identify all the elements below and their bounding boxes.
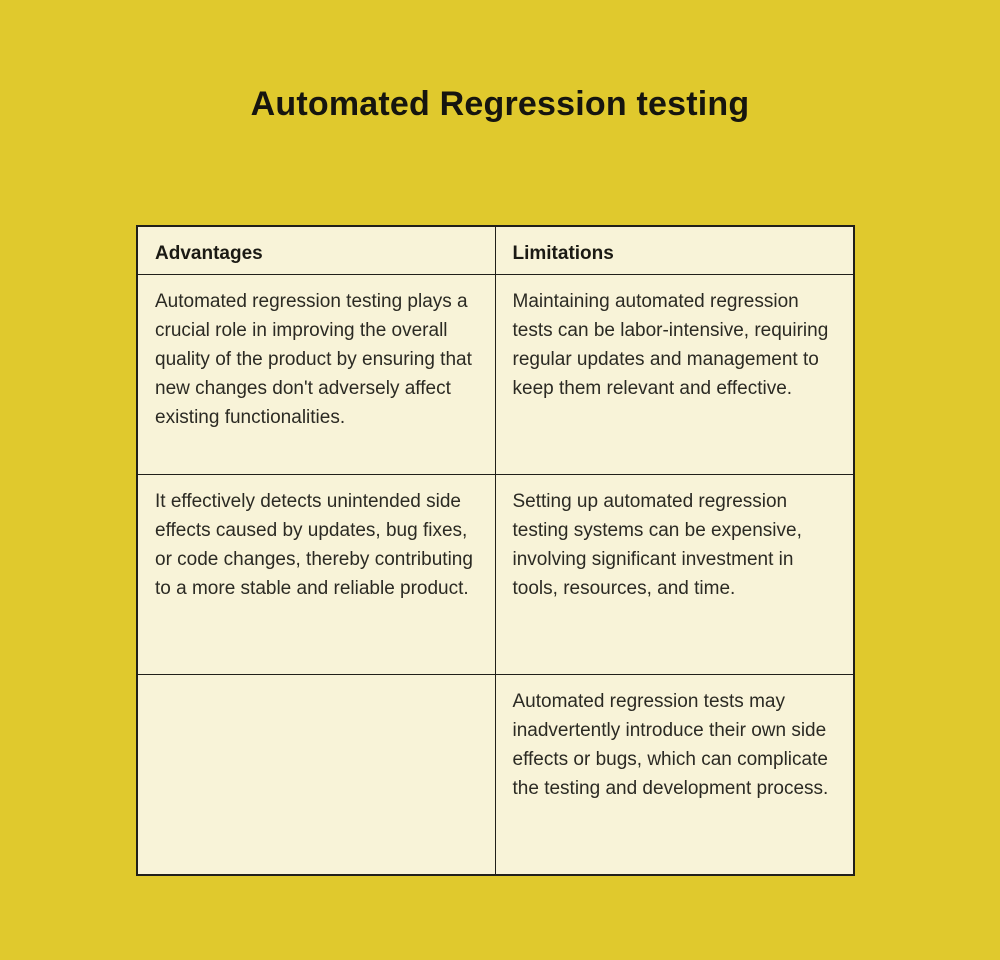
limitations-cell: Setting up automated regression testing … — [512, 491, 802, 599]
limitations-cell: Maintaining automated regression tests c… — [512, 291, 829, 399]
table-header-row: Advantages Limitations — [138, 227, 853, 274]
page-title: Automated Regression testing — [250, 85, 750, 123]
advantages-cell-empty — [138, 675, 496, 874]
column-header-limitations: Limitations — [512, 243, 614, 264]
table-row: Automated regression testing plays a cru… — [138, 274, 853, 474]
comparison-table: Advantages Limitations Automated regress… — [136, 225, 855, 876]
advantages-cell: It effectively detects unintended side e… — [138, 475, 496, 674]
column-header-advantages: Advantages — [138, 227, 496, 274]
limitations-cell: Automated regression tests may inadverte… — [512, 691, 829, 799]
table-row: It effectively detects unintended side e… — [138, 474, 853, 674]
table-row: Automated regression tests may inadverte… — [138, 674, 853, 874]
advantages-cell: Automated regression testing plays a cru… — [138, 275, 496, 474]
